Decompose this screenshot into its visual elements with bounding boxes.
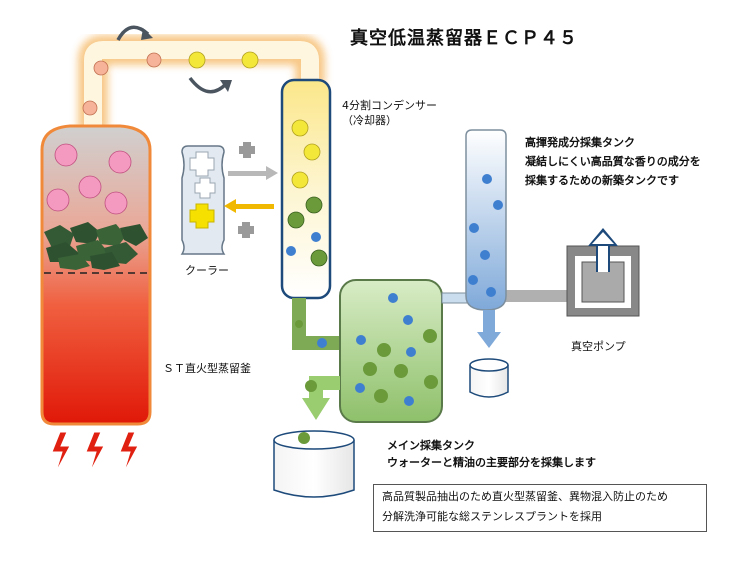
cooler-label: クーラー: [185, 264, 229, 277]
circulation-arrow-bottom: [188, 76, 232, 94]
high-tank-label-line-3: 採集するための新築タンクです: [525, 174, 679, 187]
main-tank-label-line-2: ウォーターと精油の主要部分を採集します: [387, 456, 596, 469]
diagram-title: 真空低温蒸留器ＥＣＰ４５: [350, 28, 578, 49]
still-vessel: [40, 124, 152, 426]
snowflake-icon: [189, 151, 215, 177]
smiley-icon: [82, 100, 98, 116]
main-collection-tank: [339, 279, 443, 423]
plant-material-layer: [44, 222, 148, 270]
feature-note-line-2: 分解洗浄可能な総ステンレスプラントを採用: [382, 510, 602, 523]
high-tank-label-line-2: 凝結しにくい高品質な香りの成分を: [525, 155, 701, 168]
smiley-icon: [188, 51, 206, 69]
high-volatile-tank: [465, 129, 507, 311]
pump-label: 真空ポンプ: [571, 340, 626, 353]
main-tank-label-line-1: メイン採集タンク: [387, 439, 475, 452]
snowflake-icon: [194, 177, 216, 199]
smiley-icon: [241, 51, 259, 69]
cooler-unit: [180, 142, 255, 255]
feature-note-box: 高品質製品抽出のため直火型蒸留釜、異物混入防止のため 分解洗浄可能な総ステンレス…: [373, 484, 707, 532]
snowflake-icon: [189, 203, 215, 229]
still-label: ＳＴ直火型蒸留釜: [163, 362, 251, 375]
main-collection-bucket: [273, 430, 355, 498]
condenser-column: [280, 78, 332, 300]
condensate-pipe: [292, 298, 342, 350]
feature-note-line-1: 高品質製品抽出のため直火型蒸留釜、異物混入防止のため: [382, 490, 668, 503]
vacuum-pump: [566, 228, 640, 317]
drain-arrow: [302, 376, 340, 420]
high-volatile-bucket: [469, 358, 509, 398]
vapor-pipe: [78, 35, 325, 130]
still-molecules: [46, 143, 132, 215]
coolant-arrow-out: [228, 166, 278, 180]
arrow-up-icon: [588, 228, 618, 272]
circulation-arrow-top: [116, 25, 153, 41]
smiley-icon: [93, 60, 109, 76]
smiley-icon: [146, 52, 162, 68]
fire-icon: [51, 431, 139, 473]
high-tank-label: 高揮発成分採集タンク 凝結しにくい高品質な香りの成分を 採集するための新築タンク…: [525, 133, 701, 190]
snowflake-icon: [238, 222, 254, 238]
condenser-label: 4分割コンデンサー （冷却器）: [342, 98, 437, 128]
high-tank-label-line-1: 高揮発成分採集タンク: [525, 136, 635, 149]
snowflake-icon: [239, 142, 255, 158]
coolant-arrow-in: [224, 199, 274, 213]
condenser-label-line-2: （冷却器）: [342, 114, 397, 127]
main-tank-label: メイン採集タンク ウォーターと精油の主要部分を採集します: [387, 437, 596, 471]
high-tank-drain-arrow: [477, 310, 501, 348]
condenser-label-line-1: 4分割コンデンサー: [342, 99, 437, 112]
